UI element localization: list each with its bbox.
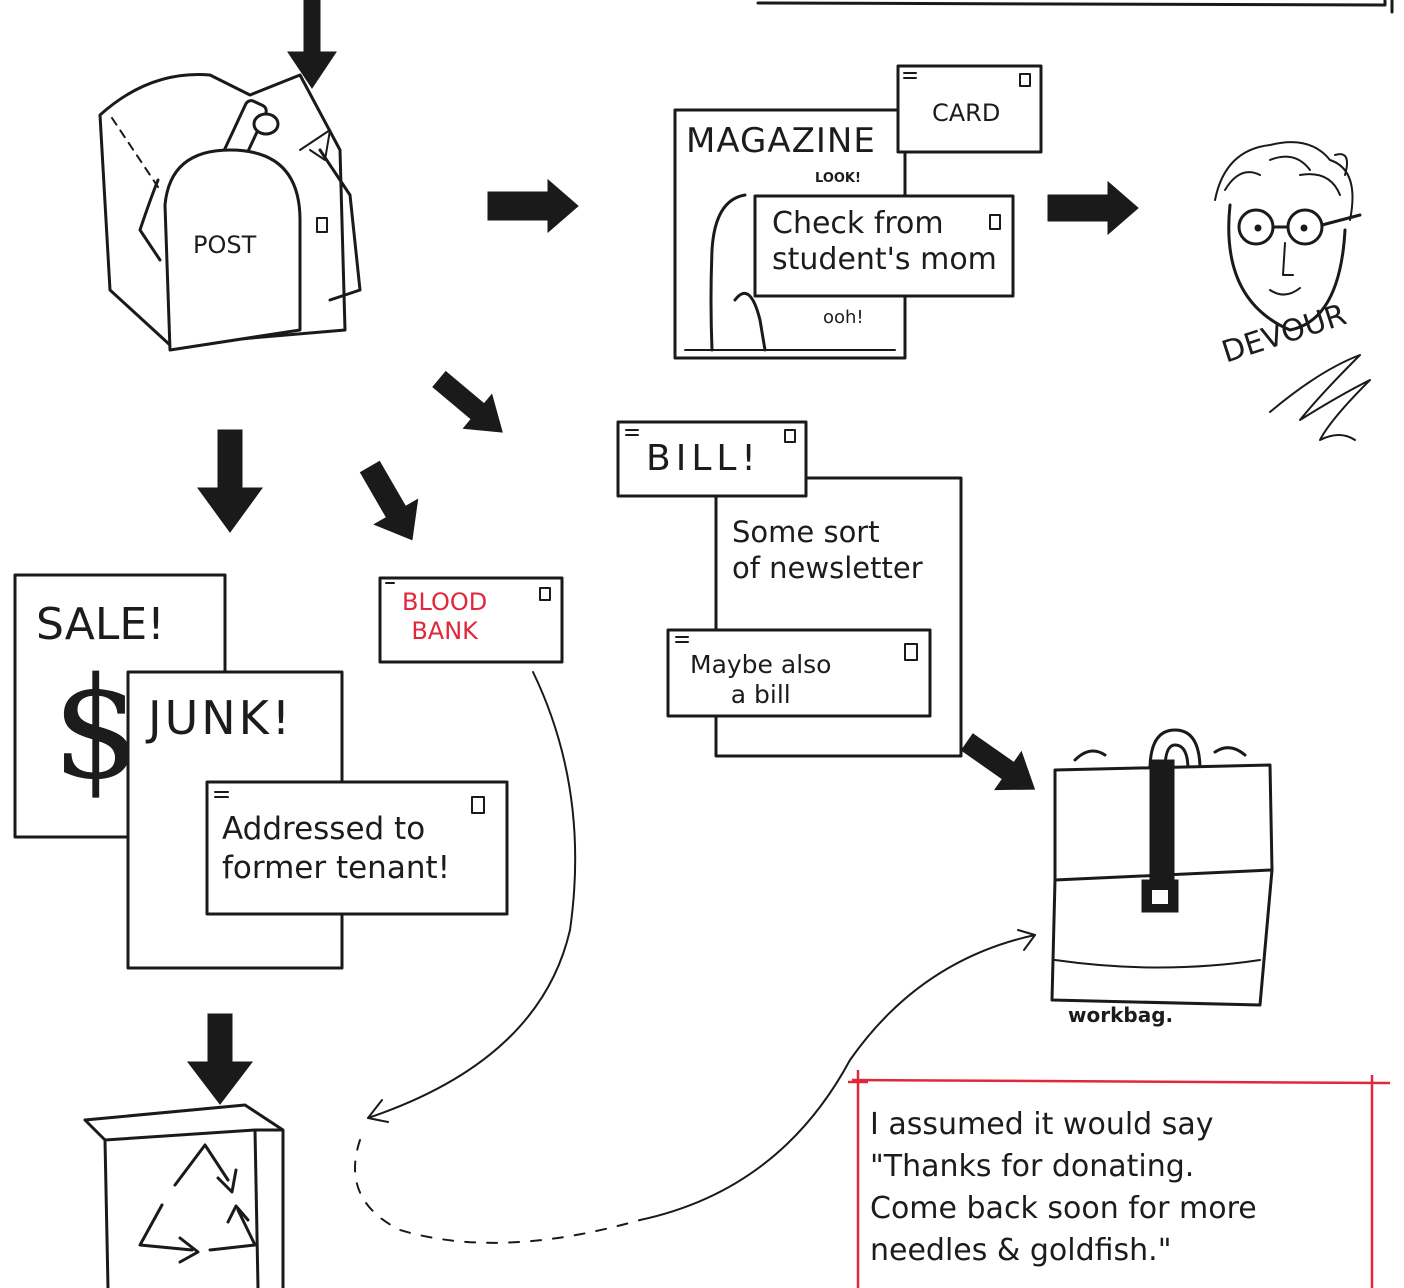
dashed-path bbox=[354, 1139, 641, 1244]
note-frame bbox=[848, 1070, 1390, 1288]
bill-envelope bbox=[616, 420, 808, 498]
card-label: CARD bbox=[932, 99, 1001, 127]
arrow-to-bill bbox=[432, 370, 503, 433]
magazine-label: MAGAZINE bbox=[686, 121, 876, 161]
bill-label: BILL! bbox=[646, 438, 761, 479]
arrow-to-junk bbox=[197, 429, 263, 533]
arrow-to-magazine bbox=[487, 178, 579, 234]
check-envelope bbox=[753, 194, 1015, 298]
junk-label: JUNK! bbox=[148, 691, 294, 745]
workbag-drawing bbox=[1050, 728, 1274, 1007]
recycle-bin-drawing bbox=[83, 1103, 285, 1288]
check-label: Check from student's mom bbox=[772, 206, 997, 277]
ooh-label: ooh! bbox=[823, 307, 864, 328]
arrow-to-recycle bbox=[186, 1013, 254, 1105]
former-tenant-envelope bbox=[205, 780, 509, 916]
arrow-to-devour bbox=[1047, 180, 1139, 236]
arrow-to-workbag bbox=[960, 733, 1036, 791]
arrow-into-mailbox bbox=[287, 0, 337, 89]
maybe-bill-envelope bbox=[666, 628, 932, 718]
devour-face-drawing bbox=[1214, 141, 1371, 441]
blood-bank-label: BLOOD BANK bbox=[402, 588, 488, 645]
blood-bank-path bbox=[367, 671, 577, 1119]
card-envelope bbox=[896, 64, 1043, 154]
former-tenant-label: Addressed to former tenant! bbox=[222, 811, 451, 886]
blood-bank-envelope bbox=[378, 576, 564, 664]
look-label: LOOK! bbox=[815, 171, 861, 186]
top-frame-edge bbox=[756, 0, 1394, 14]
sale-label: SALE! bbox=[36, 599, 165, 650]
dollar-sign: $ bbox=[52, 648, 142, 811]
path-to-workbag bbox=[639, 934, 1036, 1221]
post-label: POST bbox=[193, 231, 257, 259]
maybe-bill-label: Maybe also a bill bbox=[690, 650, 832, 709]
workbag-label: workbag. bbox=[1068, 1003, 1174, 1027]
mailbox-drawing bbox=[98, 73, 362, 352]
newsletter-label: Some sort of newsletter bbox=[732, 515, 923, 586]
note-text: I assumed it would say "Thanks for donat… bbox=[870, 1107, 1257, 1268]
arrow-to-blood-bank bbox=[359, 460, 419, 541]
